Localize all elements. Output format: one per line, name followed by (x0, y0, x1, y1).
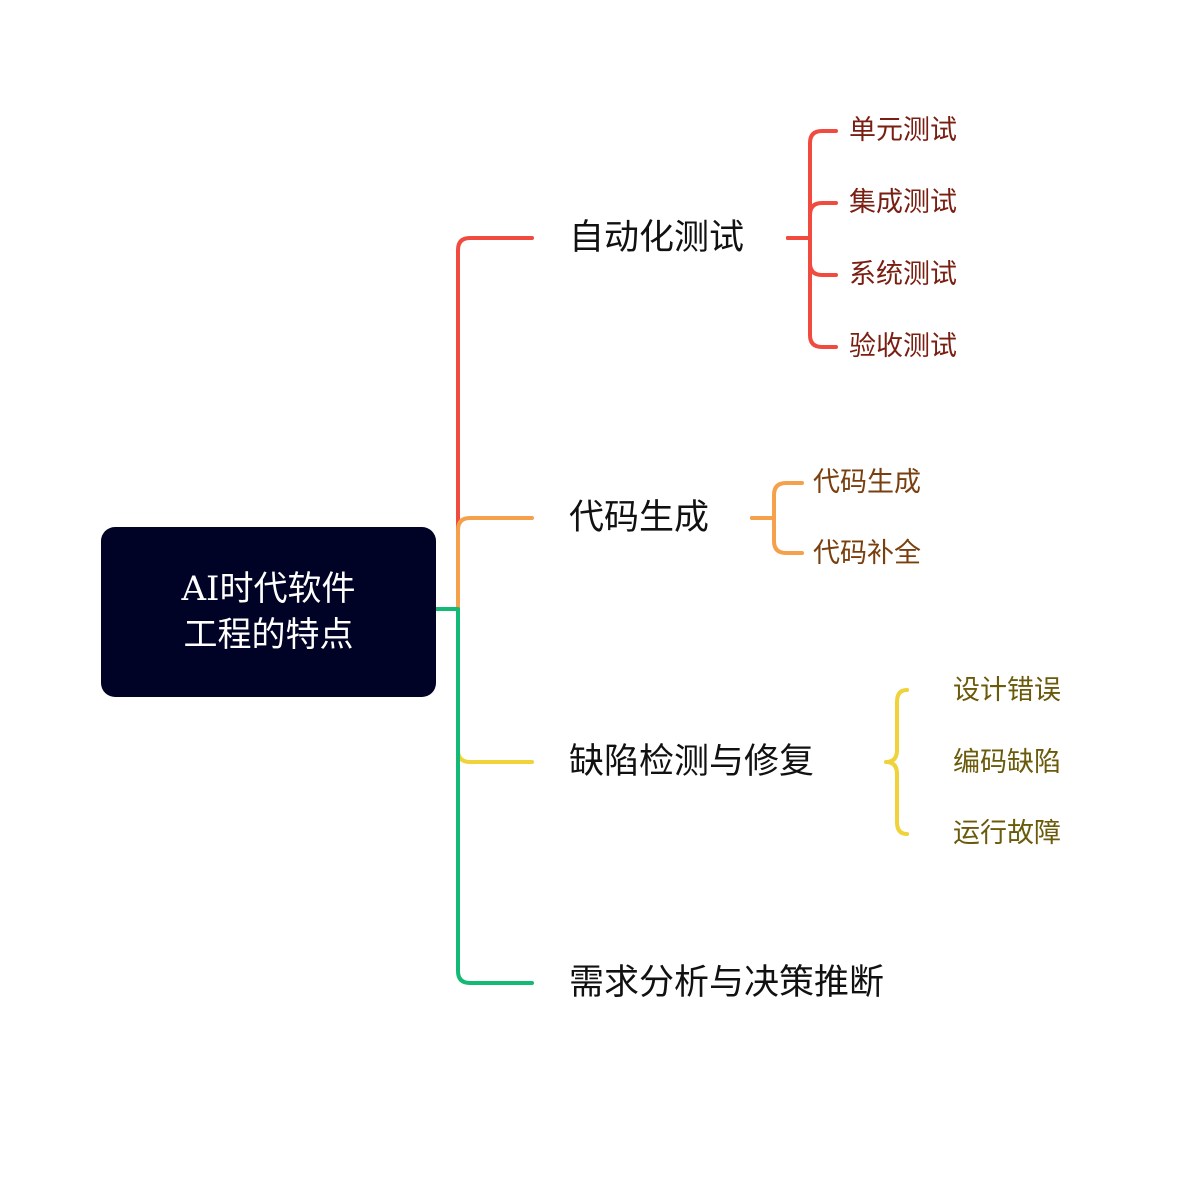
branch-code-generation[interactable]: 代码生成 (569, 498, 710, 538)
connector-automated-testing (434, 236, 534, 611)
connector-code-generation (434, 516, 534, 611)
connector-defect-detection (434, 607, 534, 764)
connector-unit-test (786, 129, 838, 240)
leaf-system-test[interactable]: 系统测试 (849, 259, 957, 290)
connector-requirements (434, 607, 534, 985)
connector-acceptance-test (786, 236, 838, 349)
leaf-design-error[interactable]: 设计错误 (953, 675, 1061, 706)
leaf-acceptance-test[interactable]: 验收测试 (849, 331, 957, 362)
leaf-runtime-fault[interactable]: 运行故障 (953, 818, 1061, 849)
connector-integration-test (786, 201, 838, 240)
leaf-code-completion[interactable]: 代码补全 (813, 538, 921, 569)
leaf-coding-defect[interactable]: 编码缺陷 (953, 747, 1061, 778)
defect-brace (884, 688, 909, 836)
root-node[interactable]: AI时代软件 工程的特点 (101, 527, 436, 697)
branch-automated-testing[interactable]: 自动化测试 (569, 218, 745, 258)
branch-defect-detection[interactable]: 缺陷检测与修复 (569, 742, 815, 782)
root-title-line-2: 工程的特点 (183, 615, 354, 655)
connector-code-completion (750, 516, 804, 555)
connector-code-gen-leaf (750, 481, 804, 520)
leaf-code-generation[interactable]: 代码生成 (813, 467, 921, 498)
branch-requirements-analysis[interactable]: 需求分析与决策推断 (569, 963, 885, 1003)
root-title-line-1: AI时代软件 (181, 569, 356, 609)
leaf-integration-test[interactable]: 集成测试 (849, 187, 957, 218)
leaf-unit-test[interactable]: 单元测试 (849, 115, 957, 146)
